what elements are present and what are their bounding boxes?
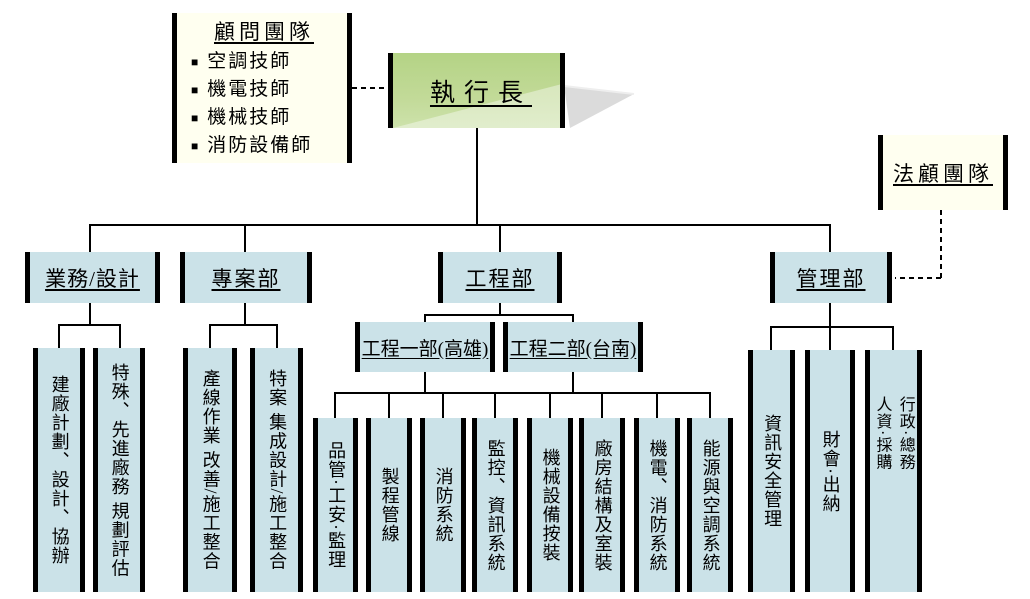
- function-box-hr-admin: 行政·總務 人資·採購: [865, 350, 922, 592]
- function-box-electromechanical-fire: 機電、消防系統: [634, 418, 680, 592]
- dept-label: 工程部: [465, 266, 535, 291]
- function-label: 機電、消防系統: [647, 438, 668, 572]
- function-box-process-piping: 製程管線: [366, 418, 412, 592]
- function-box-plant-structure: 廠房結構及室裝: [579, 418, 625, 592]
- division-label: 工程二部(台南): [509, 338, 637, 360]
- function-box-special-integration: 特案 集成設計/施工整合: [250, 348, 303, 592]
- function-label: 監控、資訊系統: [485, 438, 506, 572]
- function-label-col1: 行政·總務: [896, 396, 914, 471]
- advisor-item: ■ 消防設備師: [191, 132, 312, 160]
- dept-project: 專案部: [180, 252, 312, 303]
- dept-label: 業務/設計: [45, 266, 140, 291]
- function-box-mechanical-install: 機械設備按裝: [527, 418, 573, 592]
- division-engineering-2: 工程二部(台南): [503, 322, 643, 372]
- function-box-fire-system: 消防系統: [420, 418, 466, 592]
- function-label: 廠房結構及室裝: [592, 438, 613, 572]
- legal-team-box: 法顧團隊: [878, 135, 1008, 210]
- function-box-plant-planning: 建廠計劃、設計、協辦: [33, 348, 85, 592]
- function-label: 資訊安全管理: [762, 414, 783, 528]
- bullet-icon: ■: [191, 83, 201, 97]
- function-label: 特案 集成設計/施工整合: [267, 369, 288, 571]
- function-label: 消防系統: [433, 467, 454, 543]
- advisor-item-label: 空調技師: [207, 51, 292, 72]
- division-engineering-1: 工程一部(高雄): [355, 322, 495, 372]
- advisor-team-box: 顧問團隊 ■ 空調技師 ■ 機電技師 ■ 機械技師 ■ 消防設備師: [172, 13, 352, 163]
- dept-engineering: 工程部: [438, 252, 562, 303]
- ceo-title: 執行長: [429, 79, 532, 107]
- function-box-qc-safety: 品管·工安·監理: [313, 418, 358, 592]
- advisor-item-label: 機械技師: [207, 107, 292, 128]
- function-label-col2: 人資·採購: [873, 396, 891, 471]
- dept-business-design: 業務/設計: [25, 252, 160, 303]
- ceo-fold-shadow: [564, 86, 634, 128]
- legal-team-title: 法顧團隊: [893, 161, 993, 186]
- function-box-monitoring-it: 監控、資訊系統: [472, 418, 518, 592]
- function-label: 產線作業 改善/施工整合: [200, 369, 221, 571]
- dept-label: 專案部: [211, 266, 281, 291]
- bullet-icon: ■: [191, 139, 201, 153]
- advisor-item: ■ 空調技師: [191, 48, 291, 76]
- function-box-energy-hvac: 能源與空調系統: [687, 418, 733, 592]
- division-label: 工程一部(高雄): [361, 338, 489, 360]
- function-box-infosec: 資訊安全管理: [748, 350, 795, 592]
- function-box-production-line: 產線作業 改善/施工整合: [183, 348, 237, 592]
- ceo-box: 執行長: [388, 53, 565, 128]
- function-label: 特殊、先進廠務 規劃評估: [109, 362, 130, 578]
- dept-admin: 管理部: [770, 252, 892, 303]
- advisor-team-title: 顧問團隊: [214, 20, 314, 44]
- bullet-icon: ■: [191, 55, 201, 69]
- function-label-columns: 行政·總務 人資·採購: [870, 396, 916, 546]
- advisor-item-label: 消防設備師: [207, 135, 313, 156]
- advisor-item: ■ 機械技師: [191, 104, 291, 132]
- function-box-finance: 財會·出納: [805, 350, 855, 592]
- function-label: 能源與空調系統: [700, 438, 721, 572]
- function-label: 製程管線: [379, 467, 400, 543]
- function-label: 品管·工安·監理: [326, 441, 347, 569]
- function-label: 機械設備按裝: [540, 448, 561, 562]
- dept-label: 管理部: [796, 266, 866, 291]
- bullet-icon: ■: [191, 111, 201, 125]
- function-label: 建廠計劃、設計、協辦: [49, 375, 70, 565]
- function-box-special-advanced: 特殊、先進廠務 規劃評估: [93, 348, 145, 592]
- advisor-item: ■ 機電技師: [191, 76, 291, 104]
- function-label: 財會·出納: [820, 429, 841, 513]
- advisor-item-label: 機電技師: [207, 79, 292, 100]
